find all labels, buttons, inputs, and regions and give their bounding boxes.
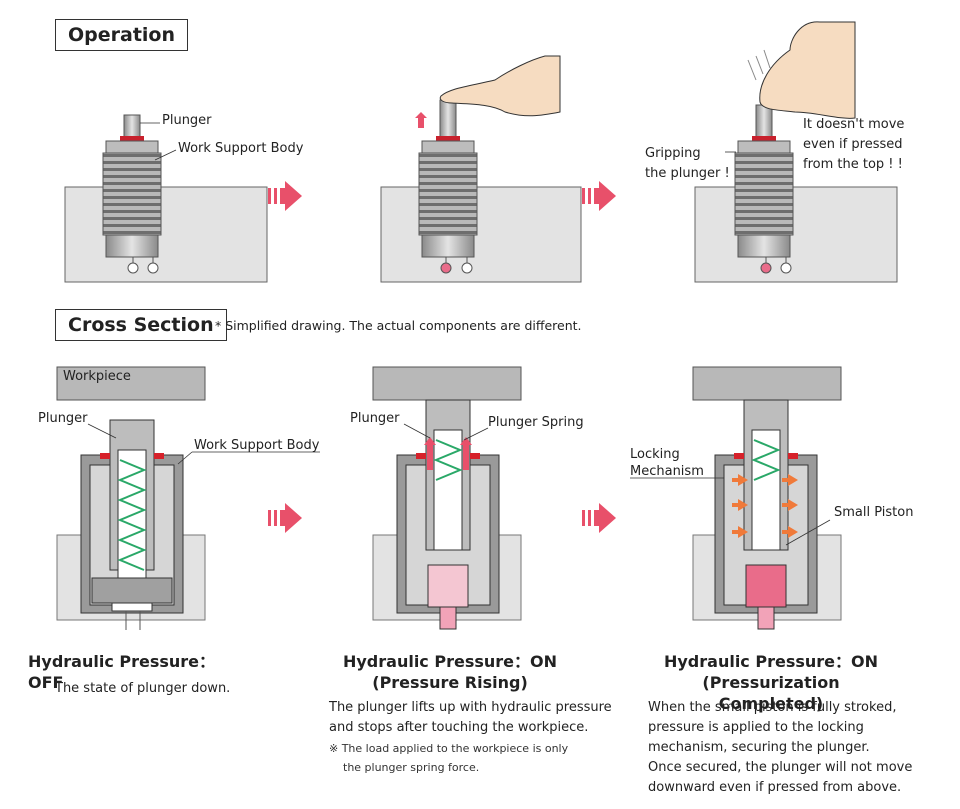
section-operation-label: Operation [68,24,176,46]
caption-2-text: The plunger lifts up with hydraulic pres… [329,698,612,738]
caption-3-text: When the small piston is fully stroked, … [648,698,912,798]
simplified-note: * Simplified drawing. The actual compone… [215,318,582,333]
caption-2-note-line-2: the plunger spring force. [343,761,480,774]
locking-line-1: Locking [630,447,680,462]
cross-section-2 [396,399,500,630]
cs-arrow-1 [268,503,302,533]
caption-3-title-line-1: Hydraulic Pressure：ON [663,652,879,671]
label-plunger-op: Plunger [162,113,212,128]
caption-2-text-line-2: and stops after touching the workpiece. [329,720,589,735]
fist [759,21,856,119]
caption-3-title: Hydraulic Pressure：ON (Pressurization Co… [648,651,894,714]
base-block-3 [694,186,898,283]
locking-line-2: Mechanism [630,464,704,479]
caption-3-text-line-3: mechanism, securing the plunger. [648,740,870,755]
label-gripping: Gripping the plunger ! [645,144,730,184]
workpiece-block-3 [692,366,842,401]
base-block-2 [380,186,582,283]
operation-arrow-1 [268,181,302,211]
move-line-2: even if pressed [803,137,903,152]
section-cross-section-label: Cross Section [68,314,214,336]
label-locking-mechanism: Locking Mechanism [630,446,704,480]
operation-arrow-2 [582,181,616,211]
caption-2-note: ※ The load applied to the workpiece is o… [329,739,568,777]
gripping-line-1: Gripping [645,146,701,161]
caption-1-title: Hydraulic Pressure：OFF [28,652,216,692]
caption-2-note-line-1: ※ The load applied to the workpiece is o… [329,742,569,755]
caption-2-text-line-1: The plunger lifts up with hydraulic pres… [329,700,612,715]
section-operation: Operation [55,19,189,51]
caption-3-text-line-4: Once secured, the plunger will not move [648,760,913,775]
work-support-2 [418,99,478,274]
label-plunger-spring: Plunger Spring [488,415,584,430]
move-line-3: from the top ! ! [803,157,903,172]
base-block-1 [64,186,268,283]
up-arrow-small [415,112,427,128]
cross-section-1 [80,419,184,630]
work-support-3 [734,104,794,274]
caption-3-text-line-5: downward even if pressed from above. [648,780,902,795]
label-plunger-cs-1: Plunger [38,411,88,426]
caption-3-text-line-1: When the small piston is fully stroked, [648,700,897,715]
label-does-not-move: It doesn't move even if pressed from the… [803,115,904,175]
label-work-support-body-cs: Work Support Body [194,438,320,453]
label-work-support-body-op: Work Support Body [178,141,304,156]
work-support-1 [102,114,162,274]
label-small-piston: Small Piston [834,505,914,520]
caption-2-title-line-2: (Pressure Rising) [372,673,528,692]
workpiece-block-2 [372,366,522,401]
workpiece-block-1 [56,366,206,401]
caption-3-title-line-2: (Pressurization Completed) [702,673,840,713]
finger-pointing [439,55,561,117]
cross-section-3 [714,399,818,630]
caption-2-title-line-1: Hydraulic Pressure：ON [342,652,558,671]
caption-2-title: Hydraulic Pressure：ON (Pressure Rising) [330,651,570,693]
label-workpiece: Workpiece [63,369,131,384]
caption-3-text-line-2: pressure is applied to the locking [648,720,864,735]
move-line-1: It doesn't move [803,117,905,132]
label-plunger-cs-2: Plunger [350,411,400,426]
caption-1-text: The state of plunger down. [55,681,231,696]
gripping-line-2: the plunger ! [645,166,730,181]
cs-arrow-2 [582,503,616,533]
section-cross-section: Cross Section [55,309,227,341]
